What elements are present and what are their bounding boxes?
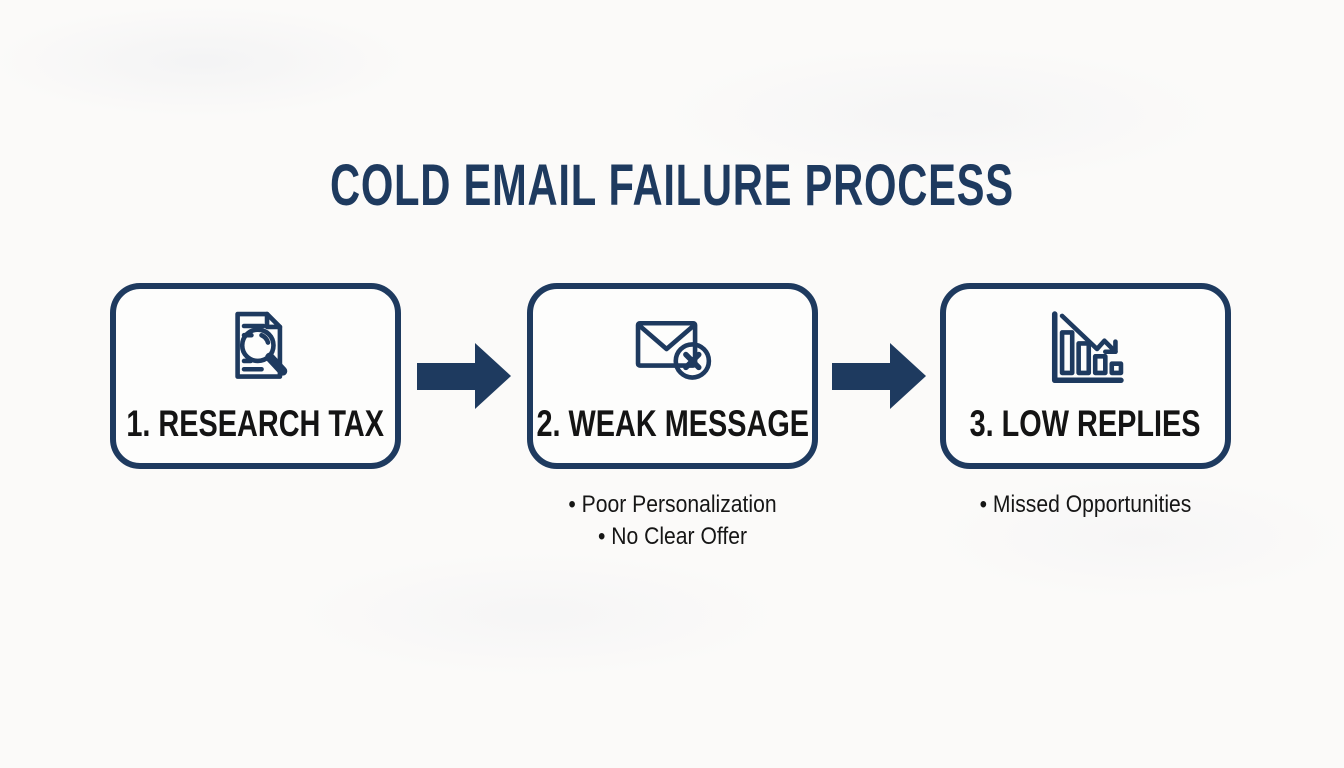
- step-2-column: 2. WEAK MESSAGE Poor Personalization No …: [527, 283, 818, 569]
- step-1-box: 1. RESEARCH TAX: [110, 283, 401, 469]
- email-error-icon: [625, 301, 721, 397]
- diagram-title-text: COLD EMAIL FAILURE PROCESS: [330, 153, 1014, 218]
- step-3-column: 3. LOW REPLIES Missed Opportunities: [940, 283, 1231, 537]
- right-arrow-icon: [417, 343, 511, 409]
- step-1-column: 1. RESEARCH TAX: [110, 283, 401, 469]
- step-3-bullets: Missed Opportunities: [940, 489, 1231, 521]
- diagram-title: COLD EMAIL FAILURE PROCESS: [0, 152, 1344, 219]
- bullet-item: No Clear Offer: [544, 521, 800, 553]
- document-magnifier-icon: [210, 301, 302, 397]
- right-arrow-icon: [831, 343, 926, 409]
- connector-2: [817, 283, 940, 469]
- step-1-label: 1. RESEARCH TAX: [126, 403, 385, 444]
- step-2-box: 2. WEAK MESSAGE: [527, 283, 818, 469]
- step-3-box: 3. LOW REPLIES: [940, 283, 1231, 469]
- connector-1: [401, 283, 527, 469]
- step-2-label: 2. WEAK MESSAGE: [536, 403, 809, 444]
- declining-chart-icon: [1038, 301, 1134, 397]
- bullet-item: Poor Personalization: [544, 489, 800, 521]
- step-3-label: 3. LOW REPLIES: [970, 403, 1201, 444]
- step-2-bullets: Poor Personalization No Clear Offer: [527, 489, 818, 553]
- bullet-item: Missed Opportunities: [957, 489, 1213, 521]
